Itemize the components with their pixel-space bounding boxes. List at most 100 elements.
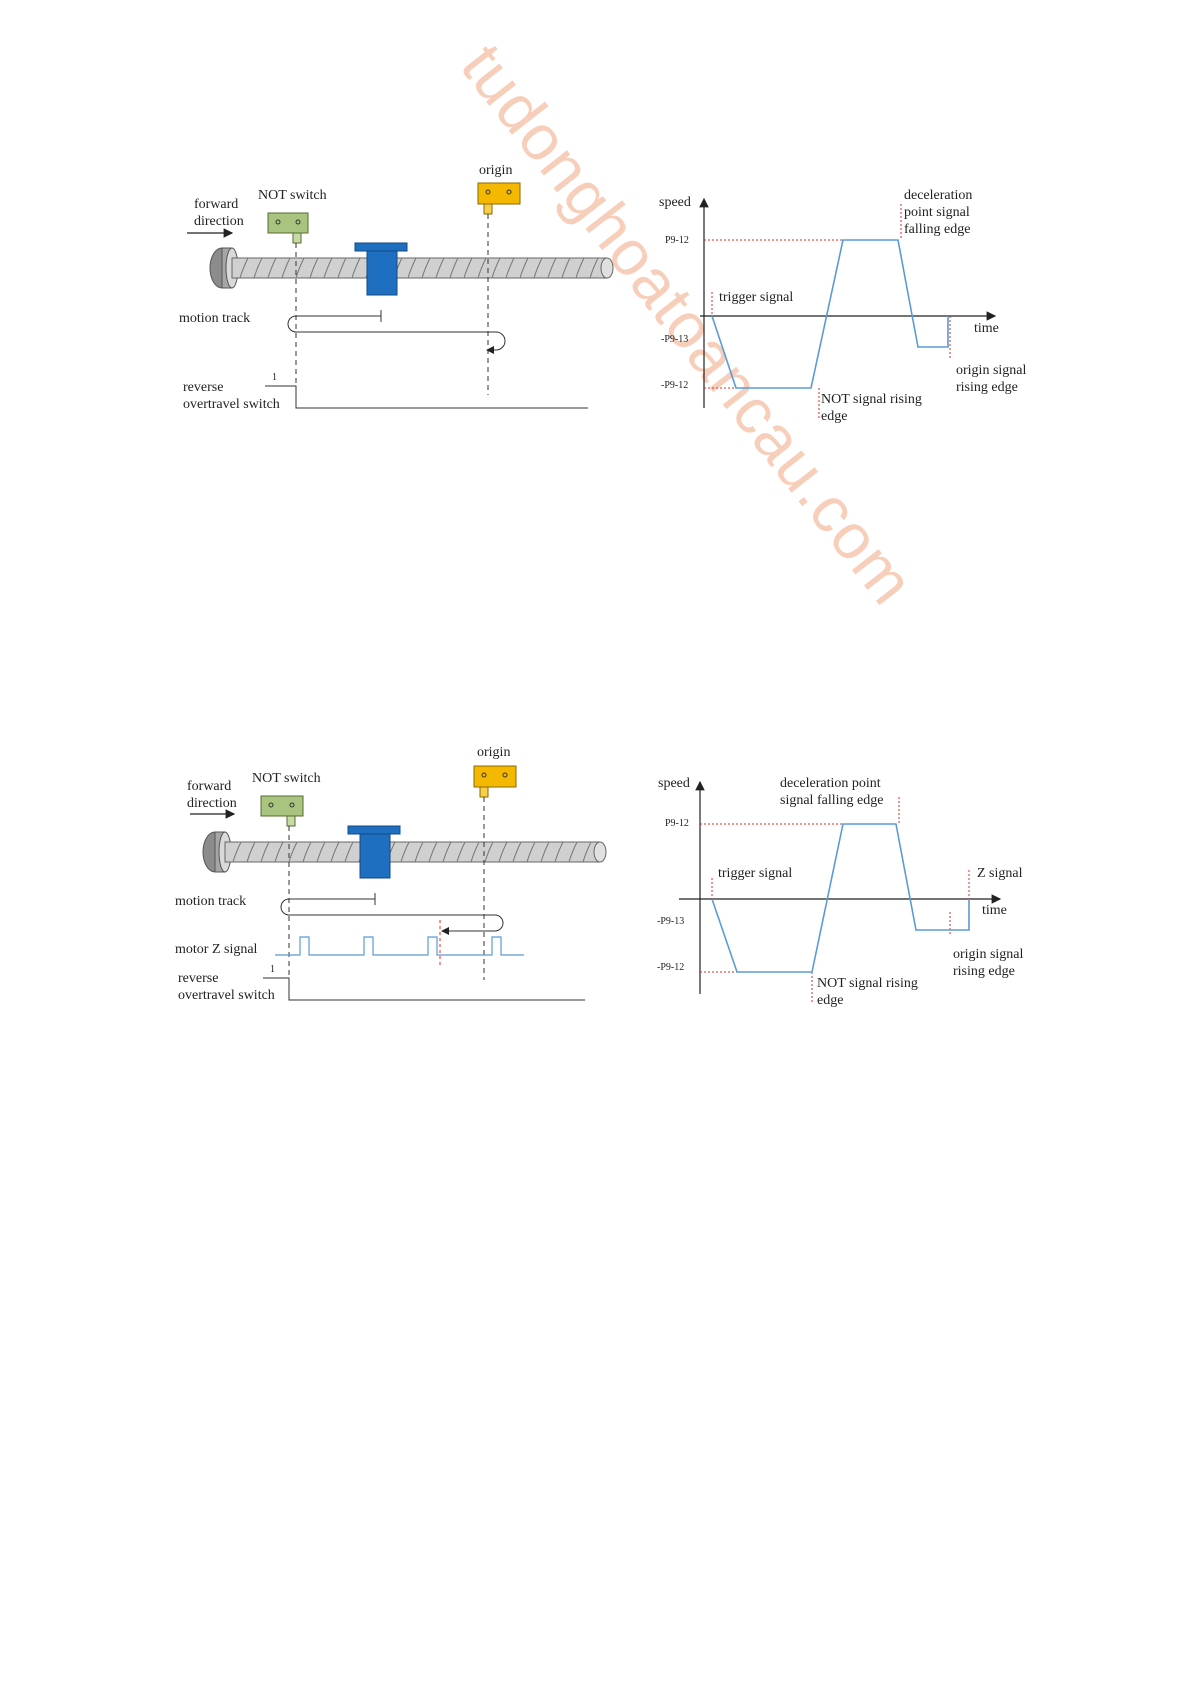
screw-thread bbox=[330, 841, 340, 863]
reverse-overtravel-signal-2 bbox=[263, 977, 585, 1001]
not-switch-icon-2 bbox=[260, 795, 304, 827]
top-screw-diagram bbox=[187, 182, 614, 409]
level-one-label-2: 1 bbox=[270, 964, 275, 975]
screw-thread bbox=[449, 257, 459, 279]
slider-block-icon-2 bbox=[347, 825, 401, 879]
motion-track-path-2 bbox=[280, 893, 504, 935]
screw-thread bbox=[540, 841, 550, 863]
screw-thread bbox=[498, 841, 508, 863]
not-rising-label-line1: NOT signal rising bbox=[821, 392, 922, 407]
forward-label-2-line2: direction bbox=[187, 796, 237, 811]
neg-p913-tick-label: -P9-13 bbox=[661, 334, 689, 345]
screw-thread bbox=[323, 257, 333, 279]
reverse-label-line2: overtravel switch bbox=[183, 397, 280, 412]
screw-thread bbox=[246, 841, 256, 863]
screw-thread bbox=[561, 257, 571, 279]
screw-thread bbox=[295, 257, 305, 279]
neg-p912-tick-label-2: -P9-12 bbox=[657, 962, 685, 973]
screw-thread bbox=[442, 841, 452, 863]
screw-thread bbox=[519, 257, 529, 279]
screw-thread bbox=[428, 841, 438, 863]
screw-thread bbox=[302, 841, 312, 863]
reverse-label-2-line1: reverse bbox=[178, 971, 219, 986]
trigger-signal-label-2: trigger signal bbox=[718, 866, 793, 881]
decel-label-2-line2: signal falling edge bbox=[780, 793, 884, 808]
time-axis-label: time bbox=[974, 321, 999, 336]
origin-rising-label-2-line1: origin signal bbox=[953, 947, 1024, 962]
reverse-overtravel-signal bbox=[265, 385, 588, 409]
screw-thread bbox=[344, 841, 354, 863]
screw-thread bbox=[316, 841, 326, 863]
p912-tick-label-2: P9-12 bbox=[665, 818, 689, 829]
origin-switch-icon bbox=[477, 182, 521, 215]
screw-thread bbox=[484, 841, 494, 863]
motor-z-signal-wave bbox=[275, 936, 524, 956]
screw-thread bbox=[274, 841, 284, 863]
bottom-screw-diagram bbox=[190, 765, 607, 1001]
screw-thread bbox=[470, 841, 480, 863]
origin-switch-icon-2 bbox=[473, 765, 517, 798]
motor-z-signal-label: motor Z signal bbox=[175, 942, 258, 957]
screw-thread bbox=[407, 257, 417, 279]
screw-thread bbox=[351, 257, 361, 279]
speed-curve bbox=[711, 239, 949, 389]
decel-label-2-line1: deceleration point bbox=[780, 776, 881, 791]
speed-axis-label-2: speed bbox=[658, 776, 690, 791]
screw-thread bbox=[281, 257, 291, 279]
bottom-speed-chart bbox=[679, 780, 1002, 1004]
forward-label-line2: direction bbox=[194, 214, 244, 229]
screw-thread bbox=[253, 257, 263, 279]
screw-thread bbox=[589, 257, 599, 279]
screw-thread bbox=[477, 257, 487, 279]
trigger-signal-label: trigger signal bbox=[719, 290, 794, 305]
screw-thread bbox=[582, 841, 592, 863]
speed-axis-label: speed bbox=[659, 195, 691, 210]
screw-thread bbox=[267, 257, 277, 279]
reference-dotted-lines-2 bbox=[700, 797, 970, 1004]
motion-track-path bbox=[287, 310, 506, 354]
screw-shaft-2 bbox=[224, 841, 607, 863]
not-switch-label: NOT switch bbox=[258, 188, 327, 203]
top-speed-chart bbox=[699, 197, 997, 420]
not-rising-label-2-line2: edge bbox=[817, 993, 844, 1008]
screw-thread bbox=[288, 841, 298, 863]
screw-shaft bbox=[231, 257, 614, 279]
screw-thread bbox=[526, 841, 536, 863]
not-switch-icon bbox=[267, 212, 309, 244]
not-rising-label-2-line1: NOT signal rising bbox=[817, 976, 918, 991]
screw-thread bbox=[435, 257, 445, 279]
screw-thread bbox=[421, 257, 431, 279]
origin-rising-label-2-line2: rising edge bbox=[953, 964, 1015, 979]
screw-thread bbox=[547, 257, 557, 279]
screw-thread bbox=[491, 257, 501, 279]
screw-thread bbox=[533, 257, 543, 279]
motion-track-label: motion track bbox=[179, 311, 251, 326]
neg-p912-tick-label: -P9-12 bbox=[661, 380, 689, 391]
level-one-label: 1 bbox=[272, 372, 277, 383]
not-switch-label-2: NOT switch bbox=[252, 771, 321, 786]
reference-dotted-lines bbox=[704, 204, 951, 420]
origin-rising-label-line2: rising edge bbox=[956, 380, 1018, 395]
screw-thread bbox=[456, 841, 466, 863]
motion-track-label-2: motion track bbox=[175, 894, 247, 909]
speed-curve-2 bbox=[711, 823, 970, 973]
reverse-label-line1: reverse bbox=[183, 380, 224, 395]
decel-label-line2: point signal bbox=[904, 205, 970, 220]
screw-thread bbox=[414, 841, 424, 863]
origin-label-2: origin bbox=[477, 745, 511, 760]
screw-thread bbox=[400, 841, 410, 863]
decel-label-line3: falling edge bbox=[904, 222, 971, 237]
screw-thread bbox=[309, 257, 319, 279]
forward-label-line1: forward bbox=[194, 197, 239, 212]
motor-coupling-icon-2 bbox=[202, 831, 232, 873]
screw-thread bbox=[512, 841, 522, 863]
decel-label-line1: deceleration bbox=[904, 188, 973, 203]
screw-thread bbox=[260, 841, 270, 863]
screw-thread bbox=[463, 257, 473, 279]
p912-tick-label: P9-12 bbox=[665, 235, 689, 246]
time-axis-label-2: time bbox=[982, 903, 1007, 918]
screw-thread bbox=[568, 841, 578, 863]
screw-thread bbox=[337, 257, 347, 279]
forward-label-2-line1: forward bbox=[187, 779, 232, 794]
